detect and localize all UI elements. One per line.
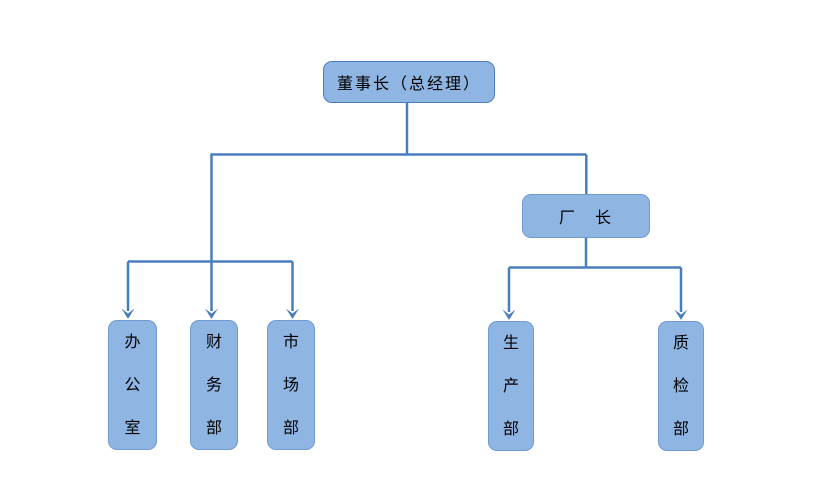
node-marketing-dept-label: 市场部	[282, 333, 299, 437]
arrow-down-icon	[121, 308, 135, 319]
node-finance-dept-label: 财务部	[205, 333, 222, 437]
node-chairman-label: 董事长（总经理）	[336, 76, 481, 93]
arrow-down-icon	[674, 309, 688, 320]
node-production-dept-label: 生产部	[502, 334, 519, 438]
node-finance-dept[interactable]: 财务部	[190, 320, 238, 450]
node-production-dept[interactable]: 生产部	[488, 321, 534, 451]
arrow-down-icon	[205, 308, 218, 319]
node-marketing-dept[interactable]: 市场部	[267, 320, 315, 450]
arrow-down-icon	[286, 308, 299, 319]
node-office-label: 办公室	[124, 333, 141, 437]
node-factory-director[interactable]: 厂 长	[522, 194, 650, 238]
arrow-down-icon	[502, 309, 516, 320]
node-office[interactable]: 办公室	[108, 320, 157, 450]
node-quality-dept[interactable]: 质检部	[658, 321, 704, 451]
node-chairman[interactable]: 董事长（总经理）	[323, 61, 495, 103]
node-quality-dept-label: 质检部	[672, 334, 689, 438]
node-factory-director-label: 厂 长	[558, 210, 613, 227]
